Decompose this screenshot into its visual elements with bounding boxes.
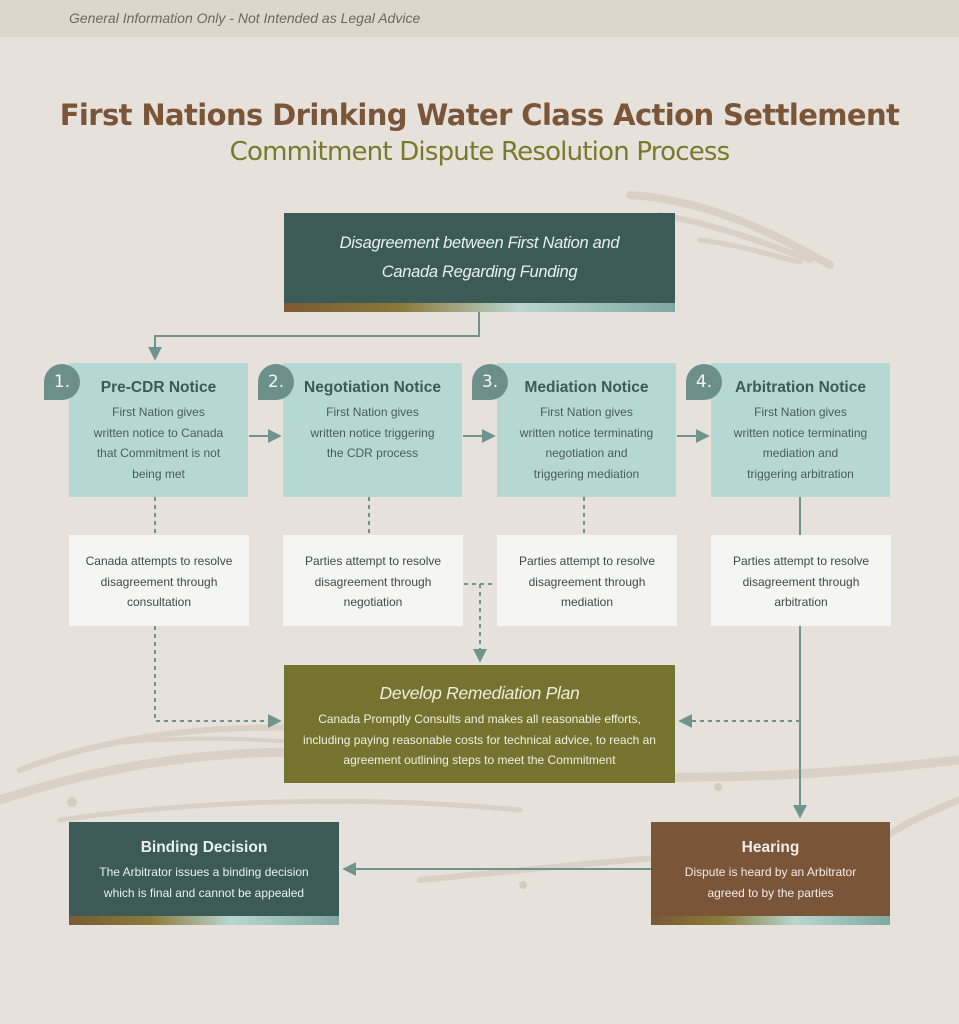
attempt-line: Parties attempt to resolve [732,554,870,568]
step-desc-line: written notice terminating [519,425,654,440]
attempt-line: Canada attempts to resolve [85,554,233,568]
start-line-1: Disagreement between First Nation and [339,234,620,252]
step-description: First Nation gives written notice termin… [711,402,890,484]
step-title: Mediation Notice [524,379,649,396]
attempt-line: negotiation [343,595,403,609]
attempt-line: mediation [560,595,614,609]
step-number-badge: 1. [44,364,80,400]
start-disagreement-box: Disagreement between First Nation and Ca… [284,213,675,312]
step-desc-line: written notice triggering [310,425,435,440]
remediation-plan-box: Develop Remediation Plan Canada Promptly… [284,665,675,783]
attempt-line: disagreement through [742,574,860,589]
attempt-line: disagreement through [528,574,646,589]
hearing-line: Dispute is heard by an Arbitrator [684,865,857,879]
hearing-description: Dispute is heard by an Arbitrator agreed… [651,862,890,903]
step-desc-line: First Nation gives [754,405,847,419]
step-number-badge: 3. [472,364,508,400]
step-desc-line: First Nation gives [540,405,633,419]
step-desc-line: mediation and [762,446,839,460]
step-desc-line: the CDR process [326,446,419,460]
step-desc-line: written notice terminating [733,425,868,440]
binding-description: The Arbitrator issues a binding decision… [69,862,339,903]
binding-title: Binding Decision [140,839,268,856]
remediation-line: Canada Promptly Consults and makes all r… [318,712,641,726]
step-desc-line: negotiation and [545,446,628,460]
step-number-badge: 2. [258,364,294,400]
step-description: First Nation gives written notice termin… [497,402,676,484]
step-title: Negotiation Notice [304,379,441,396]
attempt-line: disagreement through [314,574,432,589]
step-4-arbitration-notice: Arbitration Notice First Nation gives wr… [711,363,890,497]
step-number-badge: 4. [686,364,722,400]
binding-decision-box: Binding Decision The Arbitrator issues a… [69,822,339,925]
remediation-line: including paying reasonable costs for te… [303,732,656,747]
step-description: First Nation gives written notice trigge… [283,402,462,464]
hearing-title: Hearing [741,839,800,856]
disclaimer-text: General Information Only - Not Intended … [69,10,421,26]
attempt-line: Parties attempt to resolve [518,554,656,568]
step-title: Pre-CDR Notice [100,379,217,396]
remediation-description: Canada Promptly Consults and makes all r… [284,709,675,771]
step-desc-line: being met [132,466,185,481]
attempt-mediation-box: Parties attempt to resolve disagreement … [497,535,677,626]
attempt-arbitration-box: Parties attempt to resolve disagreement … [711,535,891,626]
step-desc-line: First Nation gives [326,405,419,419]
binding-line: The Arbitrator issues a binding decision [99,865,309,879]
disclaimer-bar: General Information Only - Not Intended … [0,0,959,37]
attempt-line: Parties attempt to resolve [304,554,442,568]
step-title: Arbitration Notice [735,379,866,396]
remediation-title: Develop Remediation Plan [379,683,580,703]
attempt-line: consultation [126,595,192,609]
hearing-line: agreed to by the parties [707,885,834,900]
gradient-accent-bar [284,303,675,312]
step-2-negotiation-notice: Negotiation Notice First Nation gives wr… [283,363,462,497]
step-desc-line: written notice to Canada [93,425,224,440]
attempt-consultation-box: Canada attempts to resolve disagreement … [69,535,249,626]
step-desc-line: First Nation gives [112,405,205,419]
gradient-accent-bar [651,916,890,925]
gradient-accent-bar [69,916,339,925]
step-1-pre-cdr-notice: Pre-CDR Notice First Nation gives writte… [69,363,248,497]
start-line-2: Canada Regarding Funding [381,263,578,281]
step-desc-line: triggering arbitration [747,466,854,481]
attempt-line: arbitration [774,595,828,609]
attempt-line: disagreement through [100,574,218,589]
step-desc-line: that Commitment is not [96,446,221,460]
step-description: First Nation gives written notice to Can… [69,402,248,484]
binding-line: which is final and cannot be appealed [103,885,305,900]
remediation-line: agreement outlining steps to meet the Co… [343,753,616,767]
attempt-negotiation-box: Parties attempt to resolve disagreement … [283,535,463,626]
hearing-box: Hearing Dispute is heard by an Arbitrato… [651,822,890,925]
page-title: First Nations Drinking Water Class Actio… [59,98,900,132]
step-desc-line: triggering mediation [533,466,640,481]
page-subtitle: Commitment Dispute Resolution Process [229,137,731,167]
step-3-mediation-notice: Mediation Notice First Nation gives writ… [497,363,676,497]
